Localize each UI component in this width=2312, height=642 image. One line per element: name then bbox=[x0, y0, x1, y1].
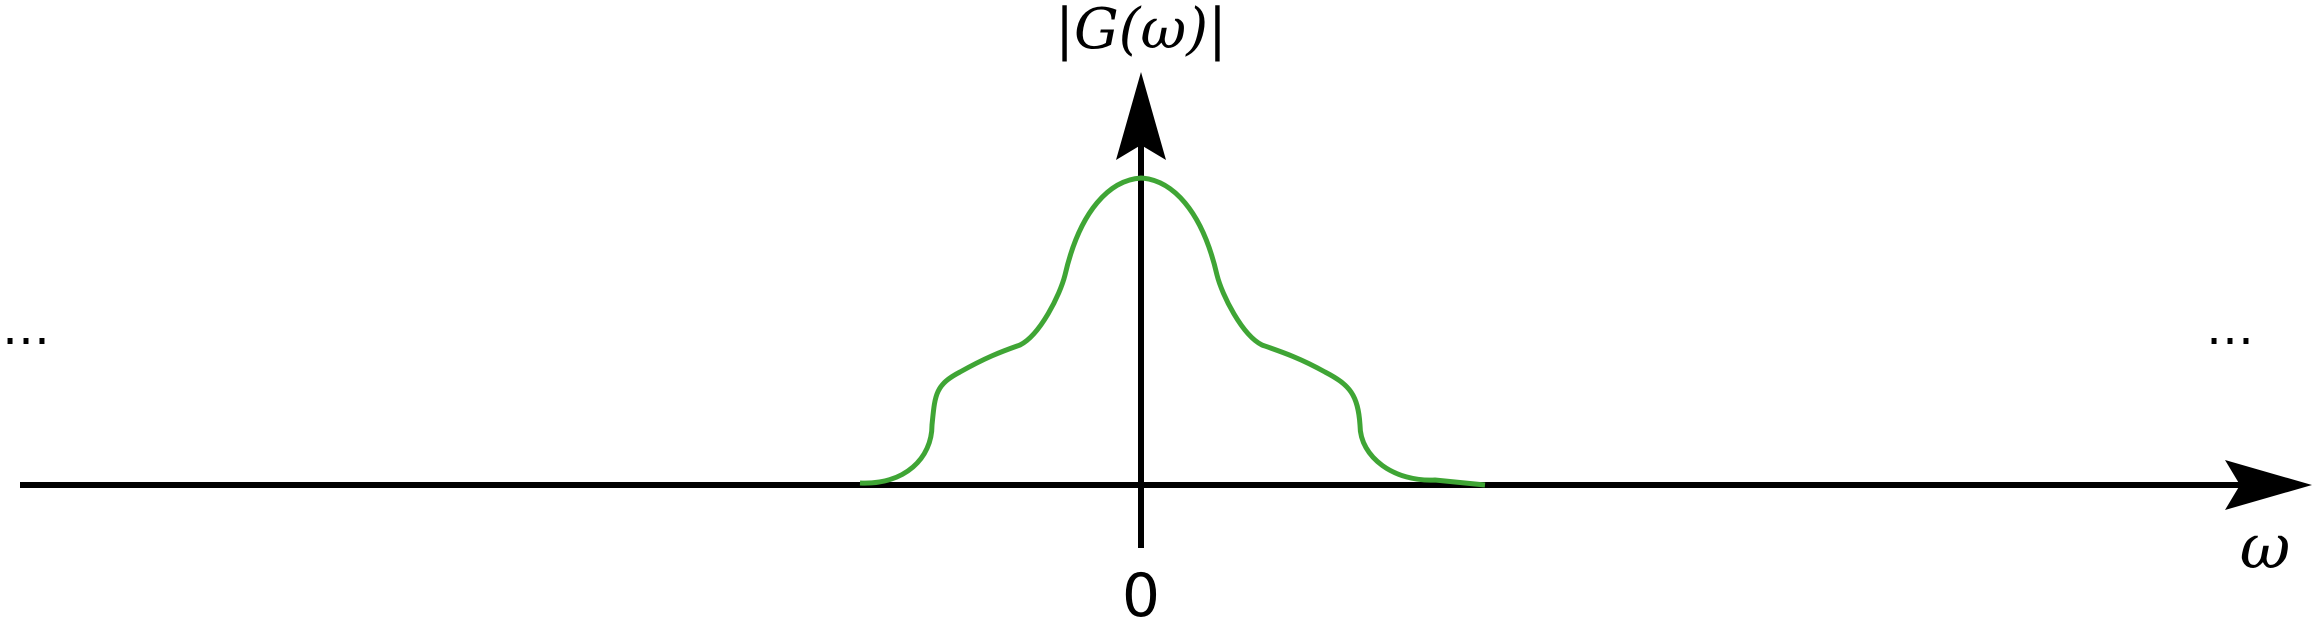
x-axis-label: ω bbox=[2240, 510, 2291, 583]
y-axis-label: |G(ω)| bbox=[1055, 0, 1227, 62]
left-ellipsis: … bbox=[2, 300, 52, 356]
y-axis-arrowhead bbox=[1116, 72, 1166, 160]
right-ellipsis: … bbox=[2206, 300, 2256, 356]
origin-label: 0 bbox=[1122, 561, 1160, 631]
spectrum-curve bbox=[859, 175, 1486, 488]
x-axis-arrowhead bbox=[2225, 460, 2312, 510]
